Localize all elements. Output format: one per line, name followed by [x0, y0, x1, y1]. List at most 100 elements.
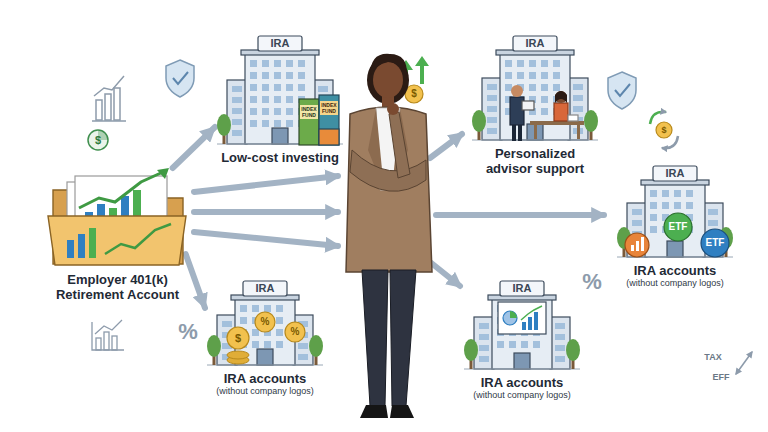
window [264, 305, 271, 312]
window [298, 84, 305, 91]
person-figure [346, 54, 432, 418]
ground-line [207, 365, 323, 366]
etf-coin-label: ETF [664, 220, 692, 234]
building-illustration [215, 35, 345, 147]
window [276, 305, 283, 312]
advisor-head [511, 85, 523, 97]
book-label: INDEX FUND [320, 102, 338, 114]
window [262, 120, 269, 127]
window [250, 108, 257, 115]
folder-illustration [45, 168, 190, 268]
client-hair [555, 91, 567, 103]
window [541, 108, 548, 115]
window [274, 60, 281, 67]
tree-crown [464, 339, 478, 361]
bar [528, 317, 532, 330]
window [487, 95, 497, 101]
building-wing [550, 317, 570, 369]
window [686, 190, 693, 197]
ira-building: IRAIRA accounts(without company logos) [205, 280, 325, 397]
book-band [319, 129, 339, 145]
window [274, 120, 281, 127]
door [514, 353, 530, 369]
window [662, 202, 669, 209]
book-patch [300, 105, 318, 119]
window [505, 84, 512, 91]
window [250, 96, 257, 103]
book-label: INDEX FUND [300, 106, 318, 118]
door [667, 241, 683, 257]
window [555, 323, 565, 329]
window [252, 341, 259, 348]
window [286, 72, 293, 79]
coin [227, 327, 249, 349]
window [555, 345, 565, 351]
note-label: TAX [698, 352, 728, 363]
node-title: Employer 401(k) Retirement Account [45, 272, 190, 302]
window [505, 72, 512, 79]
advisor-leg [512, 125, 516, 141]
window [252, 305, 259, 312]
building-wing [227, 80, 247, 144]
currency-symbol: $ [88, 133, 108, 147]
window [650, 202, 657, 209]
window [553, 72, 560, 79]
window [274, 96, 281, 103]
document [568, 115, 578, 121]
coin [255, 312, 275, 332]
window [262, 60, 269, 67]
bar [89, 228, 96, 258]
percent-symbol: % [255, 315, 275, 329]
building-sign [243, 281, 287, 296]
percent-symbol: % [285, 325, 305, 339]
window [298, 72, 305, 79]
window [573, 95, 583, 101]
window [541, 60, 548, 67]
window [479, 356, 489, 362]
note-label: EFF [706, 372, 736, 383]
window [632, 220, 642, 226]
shield-icon [608, 72, 636, 109]
window [573, 106, 583, 112]
ira-building: IRALow-cost investing [215, 35, 345, 165]
node-title: Personalized advisor support [470, 146, 600, 176]
tree-crown [584, 110, 598, 132]
window [250, 120, 257, 127]
sign-text: IRA [513, 37, 557, 50]
tree-crown [217, 114, 231, 136]
window [517, 72, 524, 79]
coin [625, 233, 649, 257]
building-wing [568, 78, 588, 140]
window [232, 130, 242, 136]
window [487, 106, 497, 112]
flow-arrow [186, 254, 205, 308]
window [529, 84, 536, 91]
window [708, 209, 718, 215]
tax-arrow [736, 352, 752, 374]
window [276, 341, 283, 348]
chart-board [498, 302, 546, 334]
window [521, 341, 528, 348]
window [276, 317, 283, 324]
window [286, 60, 293, 67]
tree-crown [472, 110, 486, 132]
window [553, 84, 560, 91]
currency-symbol: $ [654, 123, 674, 137]
window [298, 354, 308, 360]
window [632, 209, 642, 215]
window [509, 341, 516, 348]
window [262, 96, 269, 103]
window [276, 329, 283, 336]
node-subtitle: (without company logos) [205, 386, 325, 397]
building-body [500, 53, 570, 140]
building-wing [474, 317, 494, 369]
window [674, 190, 681, 197]
building-body [492, 298, 552, 369]
window [240, 305, 247, 312]
percent-symbol: % [580, 268, 604, 296]
window [517, 60, 524, 67]
ira-building: IRA Personalized advisor support [470, 35, 600, 176]
window [674, 202, 681, 209]
tablet [522, 101, 534, 110]
